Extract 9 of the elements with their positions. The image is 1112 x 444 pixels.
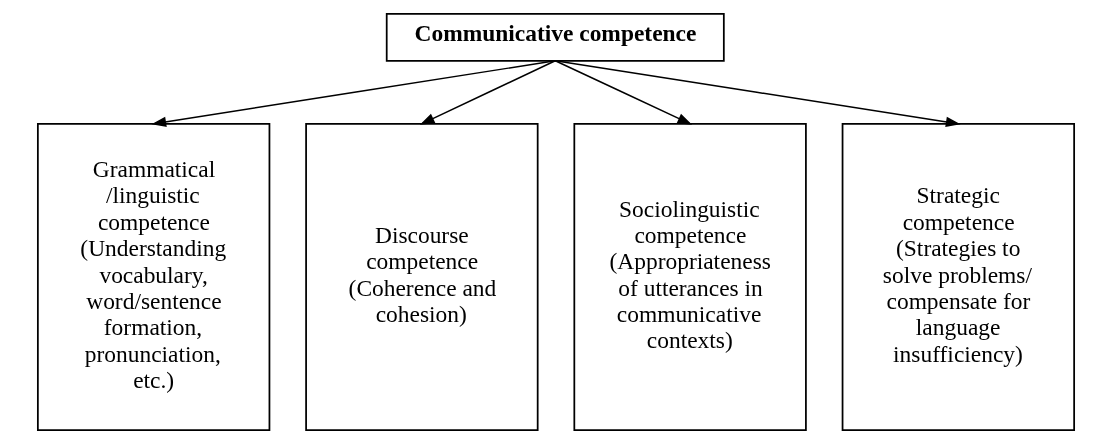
node-box: Sociolinguistic competence (Appropriateness of utterances in communicative contexts) <box>573 122 807 431</box>
arrow <box>151 60 556 127</box>
node-box: Strategic competence (Strategies to solve problems/ compensate for language insufficiency) <box>841 122 1076 431</box>
node-box: Grammatical /linguistic competence (Understanding vocabulary, word/sentence formation, pronunciation, etc.) <box>37 122 271 431</box>
arrow <box>419 60 556 125</box>
node-box: Communicative competence <box>385 13 725 62</box>
node-box: Discourse competence (Coherence and cohesion) <box>305 122 539 431</box>
arrow <box>554 60 693 125</box>
arrow <box>554 60 961 127</box>
